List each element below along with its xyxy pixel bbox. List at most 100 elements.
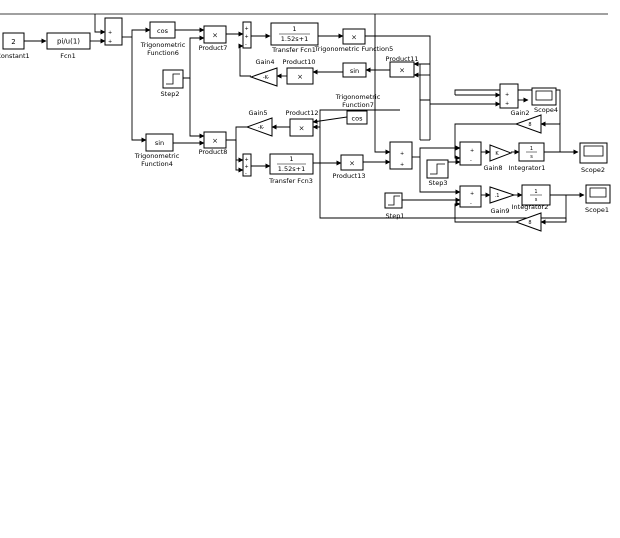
transfer-fcn3-block[interactable]: 1 1.52s+1 [269, 153, 314, 175]
gain2-value: 8 [528, 122, 531, 128]
integrator2-block[interactable]: 1 s [521, 184, 551, 206]
gain8-value: K [495, 151, 499, 157]
gain-lower-value: 8 [528, 220, 531, 226]
trig-function4-fn: sin [155, 139, 164, 147]
product11-block[interactable]: × [389, 61, 415, 78]
transfer-fcn1-num: 1 [292, 25, 296, 33]
product11-label: Product11 [386, 55, 419, 63]
trig-function7-label-2: Function7 [342, 101, 374, 109]
product12-label: Product12 [286, 109, 319, 117]
sum-lower-sign-1: + [245, 157, 249, 163]
product7-block[interactable]: × [203, 25, 227, 44]
sum-block-scope4[interactable]: + + [499, 83, 519, 109]
sum-block-upper[interactable]: + + - [242, 21, 252, 49]
sum-lower-sign-2: + [245, 164, 249, 170]
sum-scope4-sign-2: + [505, 101, 509, 107]
sum-top-sign-2: + [108, 39, 112, 45]
trig-function5-block[interactable]: sin [342, 62, 367, 78]
scope4-block[interactable] [531, 87, 557, 106]
sum-b-sign-1: + [470, 191, 474, 197]
integrator2-label: Integrator2 [512, 203, 549, 211]
gain5-label: Gain5 [248, 109, 267, 117]
gain4-value: -K- [263, 75, 270, 81]
product11-symbol: × [399, 67, 405, 75]
integrator1-block[interactable]: 1 s [518, 142, 545, 162]
integrator1-den: s [530, 154, 533, 160]
scope2-label: Scope2 [581, 166, 605, 174]
product10-symbol: × [297, 73, 303, 81]
step2-label: Step2 [161, 90, 180, 98]
integrator2-den: s [535, 197, 538, 203]
trig-function4-label-2: Function4 [141, 160, 173, 168]
fcn1-block[interactable]: pi/u(1) [46, 32, 91, 50]
gain9-value: .1 [495, 193, 500, 199]
gain9-label: Gain9 [490, 207, 509, 215]
sum-block-b[interactable]: + - [459, 185, 482, 208]
product12-symbol: × [299, 125, 305, 133]
transfer-fcn3-den: 1.52s+1 [278, 165, 305, 173]
gain-block-lower[interactable]: 8 [514, 212, 542, 232]
gain4-block[interactable]: -K- [249, 67, 278, 87]
scope4-label: Scope4 [534, 106, 558, 114]
product8-block[interactable]: × [203, 131, 227, 149]
trig-function6-block[interactable]: cos [149, 21, 176, 39]
product10-label: Product10 [283, 58, 316, 66]
constant1-label: Constant1 [0, 52, 30, 60]
gain8-block[interactable]: K [489, 144, 513, 162]
transfer-fcn3-label: Transfer Fcn3 [268, 177, 313, 185]
trig-function7-fn: cos [352, 115, 364, 123]
sum-top-sign-1: + [108, 30, 112, 36]
integrator1-label: Integrator1 [509, 164, 546, 172]
fcn1-label: Fcn1 [60, 52, 76, 60]
gain5-block[interactable]: -K- [245, 117, 273, 137]
sum-a-sign-2: - [470, 158, 472, 164]
trig-function6-label-1: Trigonometric [140, 41, 186, 49]
sum-b-sign-2: - [470, 201, 472, 207]
gain2-label: Gain2 [510, 109, 529, 117]
product-block-top-right[interactable]: × [342, 28, 366, 45]
sum-block-a[interactable]: + - [459, 141, 482, 166]
trig-function6-label-2: Function6 [147, 49, 179, 57]
sum-a-sign-1: + [470, 148, 474, 154]
gain2-block[interactable]: 8 [514, 114, 542, 134]
sum-lower-sign-3: - [245, 171, 247, 177]
trig-function7-label-1: Trigonometric [335, 93, 381, 101]
integrator2-num: 1 [534, 189, 537, 195]
product13-label: Product13 [333, 172, 366, 180]
scope1-label: Scope1 [585, 206, 609, 214]
gain9-block[interactable]: .1 [489, 186, 516, 204]
product8-symbol: × [212, 137, 218, 145]
sum-upper-sign-1: + [245, 26, 249, 32]
product10-block[interactable]: × [286, 67, 314, 85]
trig-function4-block[interactable]: sin [145, 133, 174, 152]
step3-label: Step3 [429, 179, 448, 187]
sum-scope4-sign-1: + [505, 92, 509, 98]
fcn1-expression: pi/u(1) [57, 38, 80, 46]
gain5-value: -K- [258, 125, 265, 131]
constant1-value: 2 [11, 38, 15, 46]
step1-label: Step1 [386, 212, 405, 220]
trig-function4-label-1: Trigonometric [134, 152, 180, 160]
sum-block-mid[interactable]: + + [389, 141, 413, 170]
product13-block[interactable]: × [340, 154, 364, 171]
sum-mid-sign-1: + [400, 151, 404, 157]
step2-block[interactable] [162, 69, 184, 89]
signal-lines [24, 14, 585, 225]
trig-function7-block[interactable]: cos [346, 110, 368, 125]
trig-function5-label: Trigonometric Function5 [314, 45, 393, 53]
transfer-fcn1-block[interactable]: 1 1.52s+1 [270, 22, 319, 46]
integrator1-num: 1 [530, 146, 533, 152]
step1-block[interactable] [384, 192, 403, 209]
product13-symbol: × [349, 160, 355, 168]
sum-upper-sign-3: - [245, 42, 247, 48]
product12-block[interactable]: × [289, 118, 314, 137]
scope2-block[interactable] [579, 142, 608, 164]
step3-block[interactable] [426, 159, 449, 179]
constant1-block[interactable]: 2 [2, 32, 25, 50]
product8-label: Product8 [199, 148, 228, 156]
scope1-block[interactable] [585, 184, 611, 204]
sum-upper-sign-2: + [245, 34, 249, 40]
sum-block-lower[interactable]: + + - [242, 153, 252, 177]
sum-block-top[interactable]: + + [104, 17, 123, 46]
